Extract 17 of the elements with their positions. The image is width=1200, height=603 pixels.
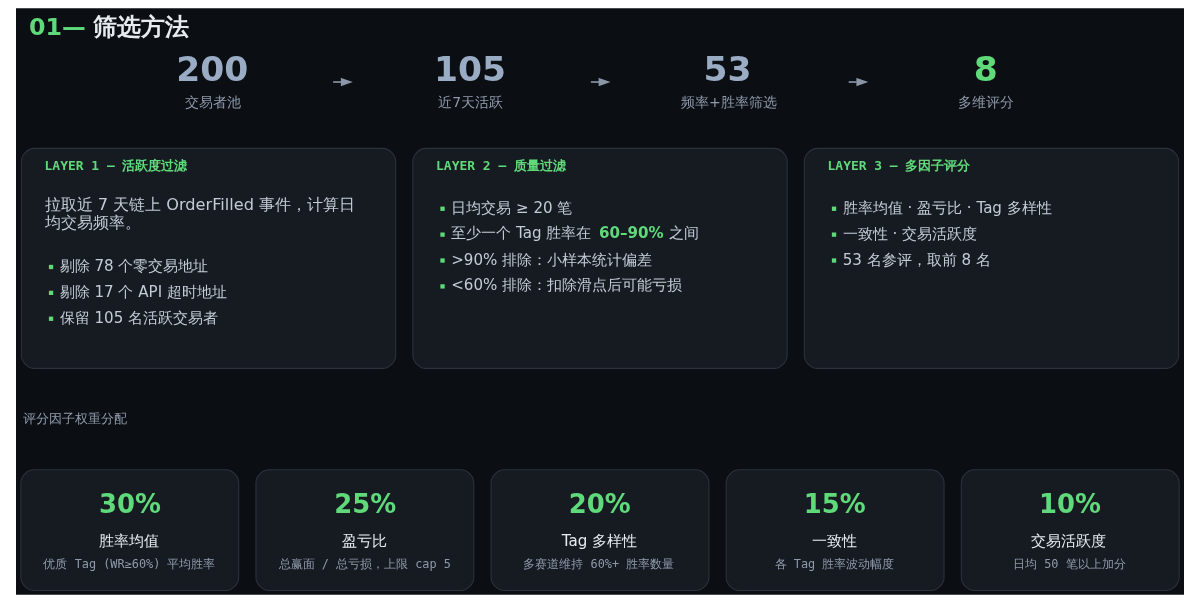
node-box: LAYER 1 — 活跃度过滤 拉取近 7 天链上 OrderFilled 事件，计算日均交易频率。 剔除 78 个零交易地址 剔除 17 个 API 超时地址 保留 105 名活跃交易者 (20, 147, 397, 369)
node-box: LAYER 3 — 多因子评分 胜率均值 · 盈亏比 · Tag 多样性 一致性 · 交易活跃度 53 名参评，取前 8 名 (803, 147, 1180, 369)
arrow (590, 77, 611, 87)
diagram-title: 01— 筛选方法 (28, 12, 189, 41)
label: 评分因子权重分配 (23, 410, 128, 426)
node-text: 8 多维评分 (958, 48, 1015, 111)
node-text: 200 交易者池 (176, 48, 249, 111)
node-text: 105 近7天活跃 (433, 48, 506, 111)
node-box: 30% 胜率均值 优质 Tag (WR≥60%) 平均胜率 (20, 469, 240, 592)
node-box: 25% 盈亏比 总赢面 / 总亏损，上限 cap 5 (255, 469, 475, 592)
node-box: 20% Tag 多样性 多赛道维持 60%+ 胜率数量 (490, 469, 710, 592)
node-box: 10% 交易活跃度 日均 50 笔以上加分 (960, 469, 1180, 592)
node-text: 53 频率+胜率筛选 (680, 48, 777, 111)
node-box: LAYER 2 — 质量过滤 日均交易 ≥ 20 笔 至少一个 Tag 胜率在 60–90% 之间 >90% 排除：小样本统计偏差 <60% 排除：扣除滑点后可能亏损 (412, 147, 788, 369)
arrow (847, 77, 869, 87)
node-box: 15% 一致性 各 Tag 胜率波动幅度 (725, 469, 945, 592)
arrow (332, 77, 353, 87)
